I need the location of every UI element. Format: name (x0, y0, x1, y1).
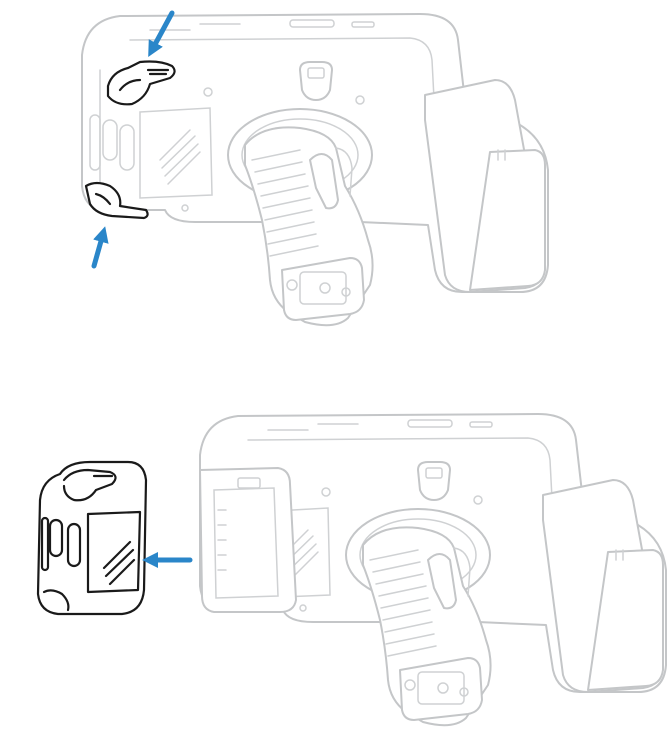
step-1-battery-latches (84, 60, 176, 220)
squeeze-arrow-down (148, 10, 175, 58)
top-latch-icon (106, 60, 176, 106)
battery-compartment (199, 467, 297, 613)
step-2-device (199, 413, 667, 727)
removed-battery (36, 460, 148, 616)
squeeze-arrow-up (91, 226, 109, 269)
bottom-latch-icon (84, 181, 149, 220)
